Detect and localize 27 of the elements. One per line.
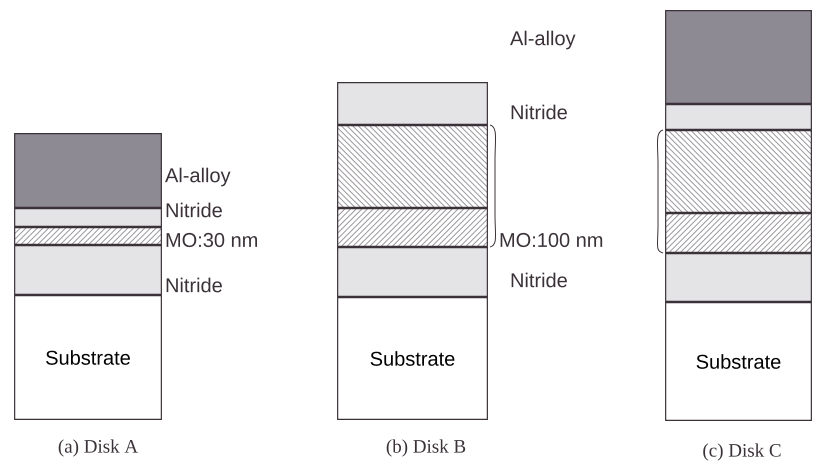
layer-label: MO:100 nm <box>500 232 602 248</box>
layer-box <box>337 208 488 247</box>
layer-box <box>665 213 812 253</box>
layer-label: MO:30 nm <box>166 232 258 248</box>
layer-box <box>14 208 162 227</box>
caption: (c) Disk C <box>703 443 781 461</box>
layer-label: Nitride <box>512 272 567 288</box>
layer-label: Nitride <box>166 202 222 218</box>
layer-box <box>14 245 162 295</box>
caption: (b) Disk B <box>386 439 466 457</box>
layer-box <box>337 125 488 208</box>
layer-box <box>665 10 812 104</box>
substrate-layer: Substrate <box>337 297 488 420</box>
layer-box <box>665 130 812 213</box>
layer-box <box>14 133 162 208</box>
layer-box <box>665 104 812 130</box>
substrate-layer: Substrate <box>665 302 812 421</box>
layer-box <box>337 247 488 297</box>
layer-box <box>14 227 162 245</box>
layer-label: Al-alloy <box>165 168 231 186</box>
substrate-layer: Substrate <box>14 295 162 420</box>
layer-label: Al-alloy <box>510 30 576 50</box>
layer-box <box>665 253 812 302</box>
layer-label: Nitride <box>512 104 567 120</box>
layer-label: Nitride <box>166 278 222 292</box>
layer-box <box>337 82 488 125</box>
caption: (a) Disk A <box>58 439 138 457</box>
